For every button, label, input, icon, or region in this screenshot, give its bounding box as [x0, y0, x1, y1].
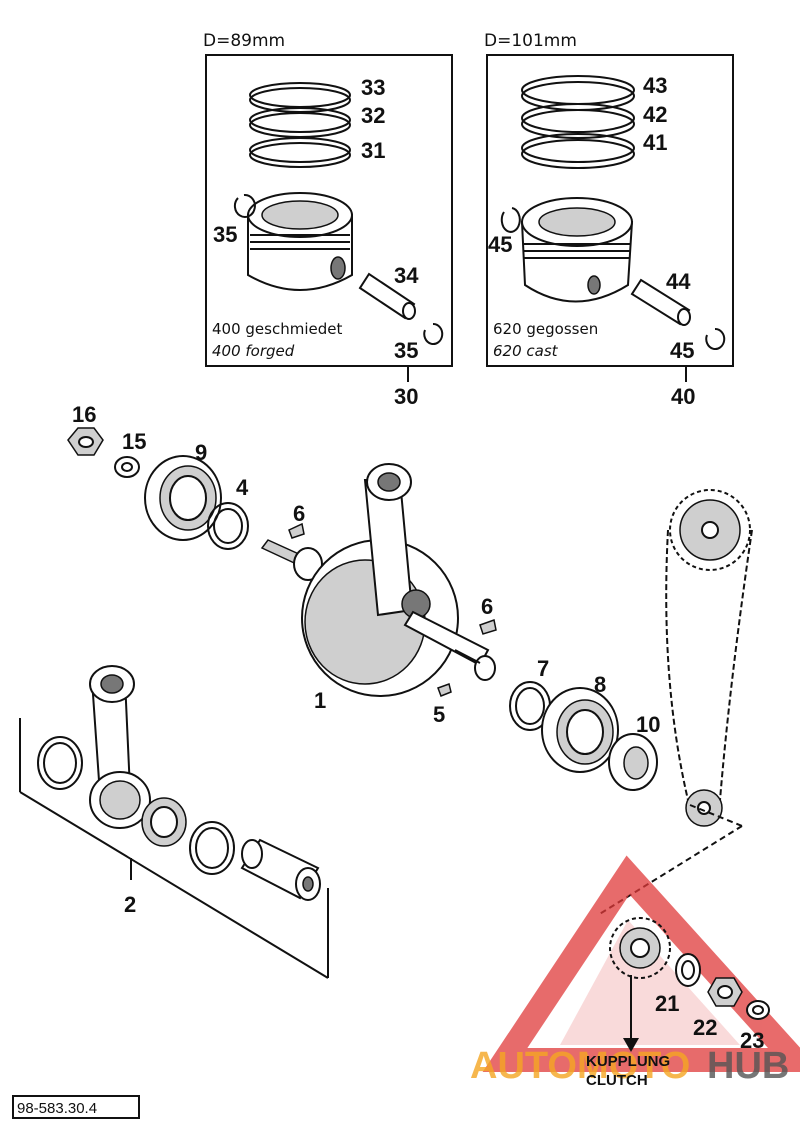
clutch-note-en: CLUTCH	[586, 1072, 648, 1089]
left-piston-pin	[358, 272, 416, 320]
callout-22: 22	[693, 1015, 717, 1040]
crankshaft-assembly	[260, 463, 496, 697]
callout-8: 8	[594, 672, 606, 697]
callout-2: 2	[124, 892, 136, 917]
crank-pin	[240, 838, 321, 901]
key-6-upper	[288, 522, 305, 539]
left-box-diameter-label: D=89mm	[203, 31, 285, 51]
thrust-washer-right	[189, 821, 235, 875]
callout-6-lower: 6	[481, 594, 493, 619]
callout-9: 9	[195, 440, 207, 465]
left-caption-en: 400 forged	[212, 342, 295, 360]
nut-22	[707, 977, 743, 1007]
right-caption-en: 620 cast	[493, 342, 559, 360]
conrod-kit-bracket	[19, 718, 329, 979]
callout-45-lower: 45	[670, 338, 694, 363]
callout-1: 1	[314, 688, 326, 713]
right-piston-box	[486, 54, 734, 367]
washer-15	[114, 456, 140, 478]
ref-code: 98-583.30.4	[17, 1100, 97, 1117]
clutch-note-de: KUPPLUNG	[586, 1053, 670, 1070]
callout-6-upper: 6	[293, 501, 305, 526]
key-6-lower	[479, 619, 497, 635]
left-piston-rings	[249, 82, 351, 168]
left-piston-box	[205, 54, 453, 367]
left-caption-de: 400 geschmiedet	[212, 320, 342, 338]
shim-4	[207, 502, 249, 550]
seal-10	[608, 733, 658, 791]
right-piston-pin	[630, 278, 691, 326]
callout-4: 4	[236, 475, 249, 500]
left-circlip-lower	[423, 322, 444, 345]
callout-30: 30	[394, 384, 418, 409]
ref-code-box	[12, 1095, 140, 1119]
callout-10: 10	[636, 712, 660, 737]
clutch-sprocket-21	[609, 917, 671, 979]
washer-22-ring	[675, 953, 701, 987]
callout-43: 43	[643, 73, 667, 98]
right-box-diameter-label: D=101mm	[484, 31, 577, 51]
callout-15: 15	[122, 429, 146, 454]
washer-23	[746, 1000, 770, 1020]
callout-16: 16	[72, 402, 96, 427]
callout-35-lower: 35	[394, 338, 418, 363]
callout-23: 23	[740, 1028, 764, 1053]
callout-32: 32	[361, 103, 385, 128]
thrust-washer-left	[37, 736, 83, 790]
needle-bearing	[141, 797, 187, 847]
callout-34: 34	[394, 263, 419, 288]
callout-42: 42	[643, 102, 667, 127]
right-piston	[520, 197, 634, 303]
left-piston	[247, 192, 353, 291]
hex-nut-16	[67, 427, 104, 456]
callout-5: 5	[433, 702, 445, 727]
callout-45-upper: 45	[488, 232, 512, 257]
watermark-logo	[482, 855, 800, 1072]
right-piston-rings	[521, 75, 635, 169]
callout-21: 21	[655, 991, 679, 1016]
right-circlip-lower	[705, 327, 726, 350]
callout-7: 7	[537, 656, 549, 681]
callout-33: 33	[361, 75, 385, 100]
right-circlip-upper	[500, 207, 521, 233]
conrod	[89, 665, 151, 829]
callout-31: 31	[361, 138, 385, 163]
watermark-text-part2: HUB	[707, 1045, 789, 1087]
clutch-arrow	[623, 975, 639, 1052]
callout-35-upper: 35	[213, 222, 237, 247]
callout-44: 44	[666, 269, 691, 294]
right-caption-de: 620 gegossen	[493, 320, 598, 338]
left-circlip-upper	[233, 193, 256, 218]
bearing-8	[541, 687, 619, 773]
watermark-text-part1: AUTOMOTO	[470, 1045, 690, 1087]
key-5	[437, 683, 452, 697]
timing-chain	[665, 489, 753, 827]
callout-40: 40	[671, 384, 695, 409]
callout-41: 41	[643, 130, 667, 155]
bearing-9	[144, 455, 222, 541]
